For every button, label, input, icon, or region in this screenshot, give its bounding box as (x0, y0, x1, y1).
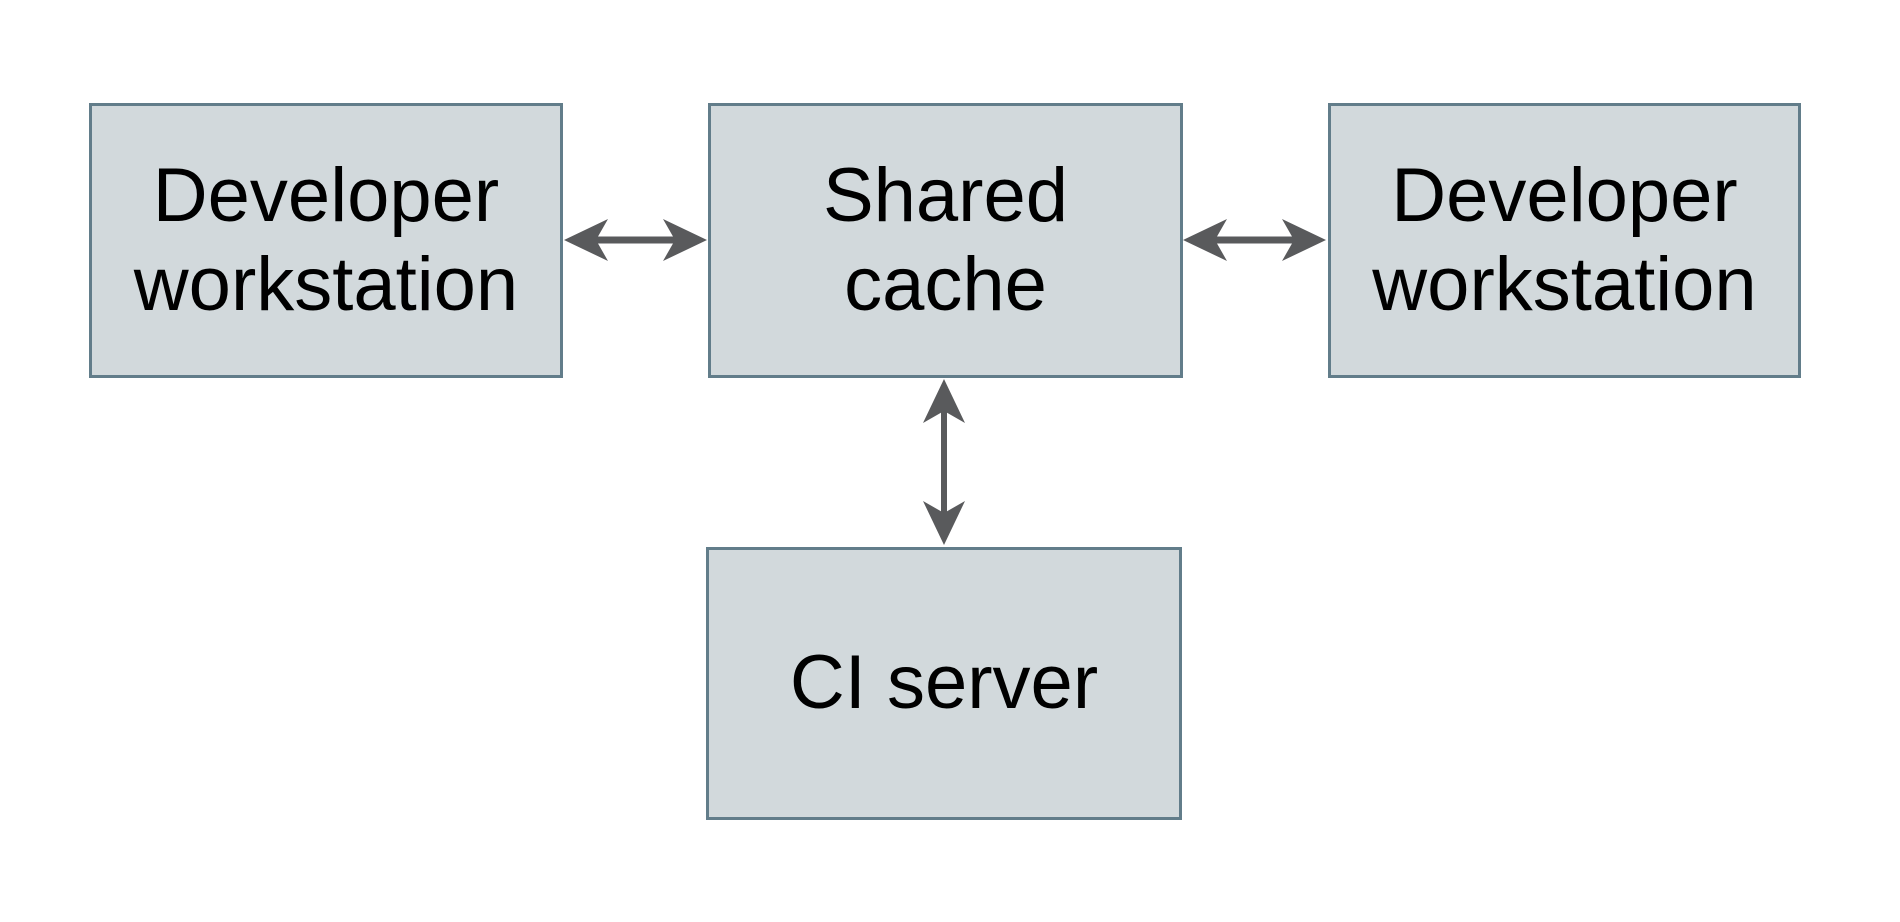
bidirectional-arrow-shared-cache-right-workstation (1183, 219, 1326, 261)
node-developer-workstation-right-label: Developer workstation (1372, 153, 1757, 327)
node-ci-server-label: CI server (789, 640, 1099, 726)
node-shared-cache-label: Shared cache (822, 153, 1069, 327)
bidirectional-arrow-left-workstation-shared-cache (564, 219, 707, 261)
node-developer-workstation-left-label: Developer workstation (133, 153, 519, 327)
bidirectional-arrow-shared-cache-ci-server (923, 379, 965, 545)
node-shared-cache: Shared cache (708, 103, 1183, 378)
node-developer-workstation-right: Developer workstation (1328, 103, 1801, 378)
node-developer-workstation-left: Developer workstation (89, 103, 563, 378)
node-ci-server: CI server (706, 547, 1182, 820)
